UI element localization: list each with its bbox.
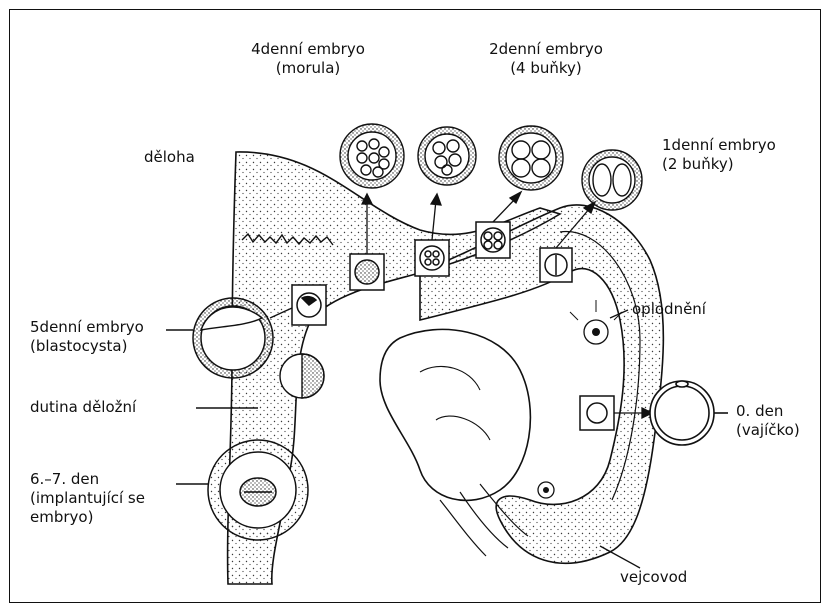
fertilization-zygote: [570, 300, 622, 344]
stage-box-day0: [580, 396, 614, 430]
label-day0: 0. den (vajíčko): [736, 402, 800, 440]
label-day5-line2: (blastocysta): [30, 337, 144, 356]
label-day1-line2: (2 buňky): [662, 155, 776, 174]
stage-box-day1: [540, 248, 572, 282]
implanting-embryo: [176, 440, 308, 540]
label-day5: 5denní embryo (blastocysta): [30, 318, 144, 356]
label-day1-line1: 1denní embryo: [662, 136, 776, 155]
label-day2-line2: (4 buňky): [474, 59, 618, 78]
stage-box-day2: [476, 222, 510, 258]
oviduct-pointer: [600, 546, 640, 568]
eight-cell-embryo: [418, 127, 476, 185]
blastocyst-embryo: [166, 298, 273, 378]
label-day2: 2denní embryo (4 buňky): [474, 40, 618, 78]
label-fertilization: oplodnění: [632, 300, 706, 319]
label-day4-line2: (morula): [236, 59, 380, 78]
label-day5-line1: 5denní embryo: [30, 318, 144, 337]
label-day0-line2: (vajíčko): [736, 421, 800, 440]
label-uterine-cavity: dutina děložní: [30, 398, 136, 417]
label-day67: 6.–7. den (implantující se embryo): [30, 470, 145, 527]
label-day67-line2: (implantující se: [30, 489, 145, 508]
label-day4: 4denní embryo (morula): [236, 40, 380, 78]
label-day4-line1: 4denní embryo: [236, 40, 380, 59]
label-day0-line1: 0. den: [736, 402, 800, 421]
stage-box-day4: [350, 254, 384, 290]
four-cell-embryo: [499, 126, 563, 190]
egg-cell: [650, 381, 728, 445]
label-day1: 1denní embryo (2 buňky): [662, 136, 776, 174]
stage-box-day3: [415, 240, 449, 276]
hatching-blastocyst: [280, 354, 324, 398]
morula-embryo: [340, 124, 404, 188]
label-day67-line1: 6.–7. den: [30, 470, 145, 489]
label-day2-line1: 2denní embryo: [474, 40, 618, 59]
label-oviduct: vejcovod: [620, 568, 687, 587]
stage-box-day5: [292, 285, 326, 325]
label-uterus: děloha: [144, 148, 195, 167]
ovary: [380, 329, 530, 500]
two-cell-embryo: [582, 150, 642, 210]
label-day67-line3: embryo): [30, 508, 145, 527]
